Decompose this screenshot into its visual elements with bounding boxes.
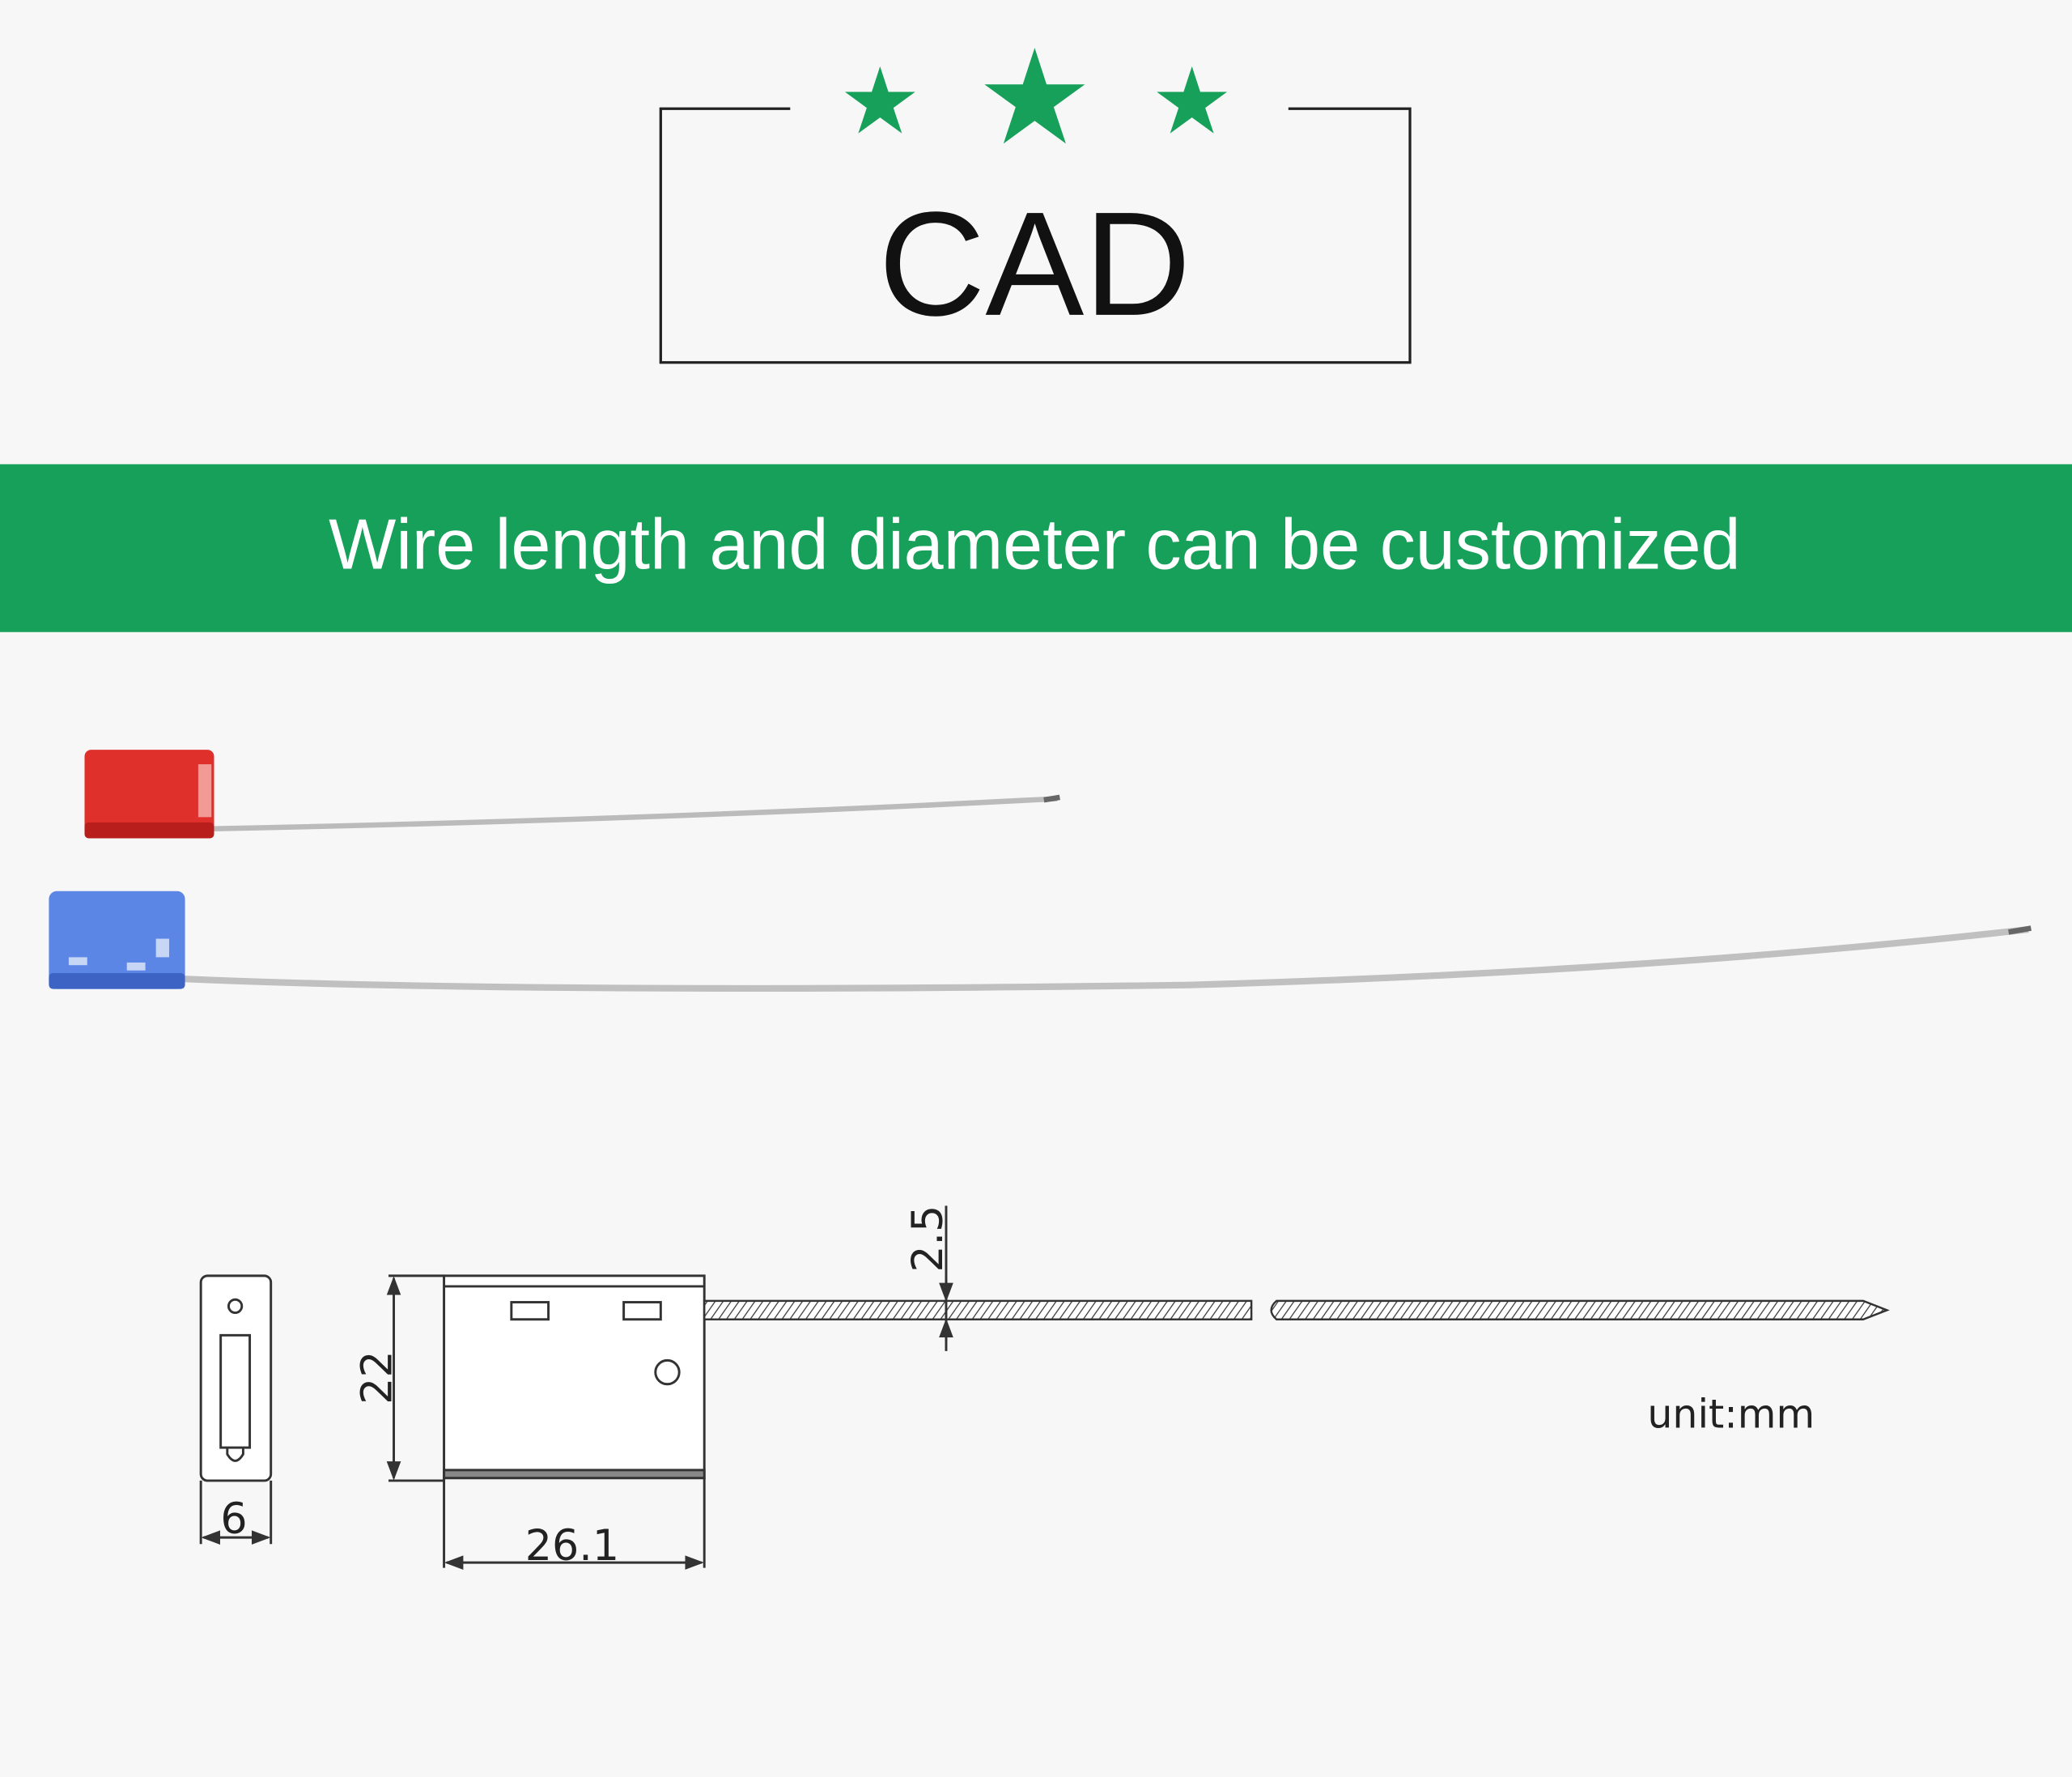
page-title: CAD xyxy=(878,181,1191,346)
red-cable-seal xyxy=(84,750,1060,839)
blue-cable-seal xyxy=(49,891,2032,992)
front-view xyxy=(386,1274,706,1570)
dimension-width-side: 6 xyxy=(220,1495,247,1544)
wire-drawing xyxy=(703,1205,1890,1351)
unit-label: unit:mm xyxy=(1647,1392,1815,1438)
dimension-wire-diameter: 2.5 xyxy=(904,1205,953,1273)
dimension-height: 22 xyxy=(353,1350,401,1404)
banner xyxy=(0,464,2072,632)
star-icon xyxy=(844,66,915,134)
title-frame xyxy=(659,107,1412,364)
rating-stars xyxy=(844,48,1228,144)
star-icon xyxy=(984,48,1085,144)
side-view xyxy=(199,1274,273,1545)
star-icon xyxy=(1157,66,1228,134)
dimension-width-front: 26.1 xyxy=(525,1522,619,1571)
banner-text: Wire length and diameter can be customiz… xyxy=(329,504,1740,584)
